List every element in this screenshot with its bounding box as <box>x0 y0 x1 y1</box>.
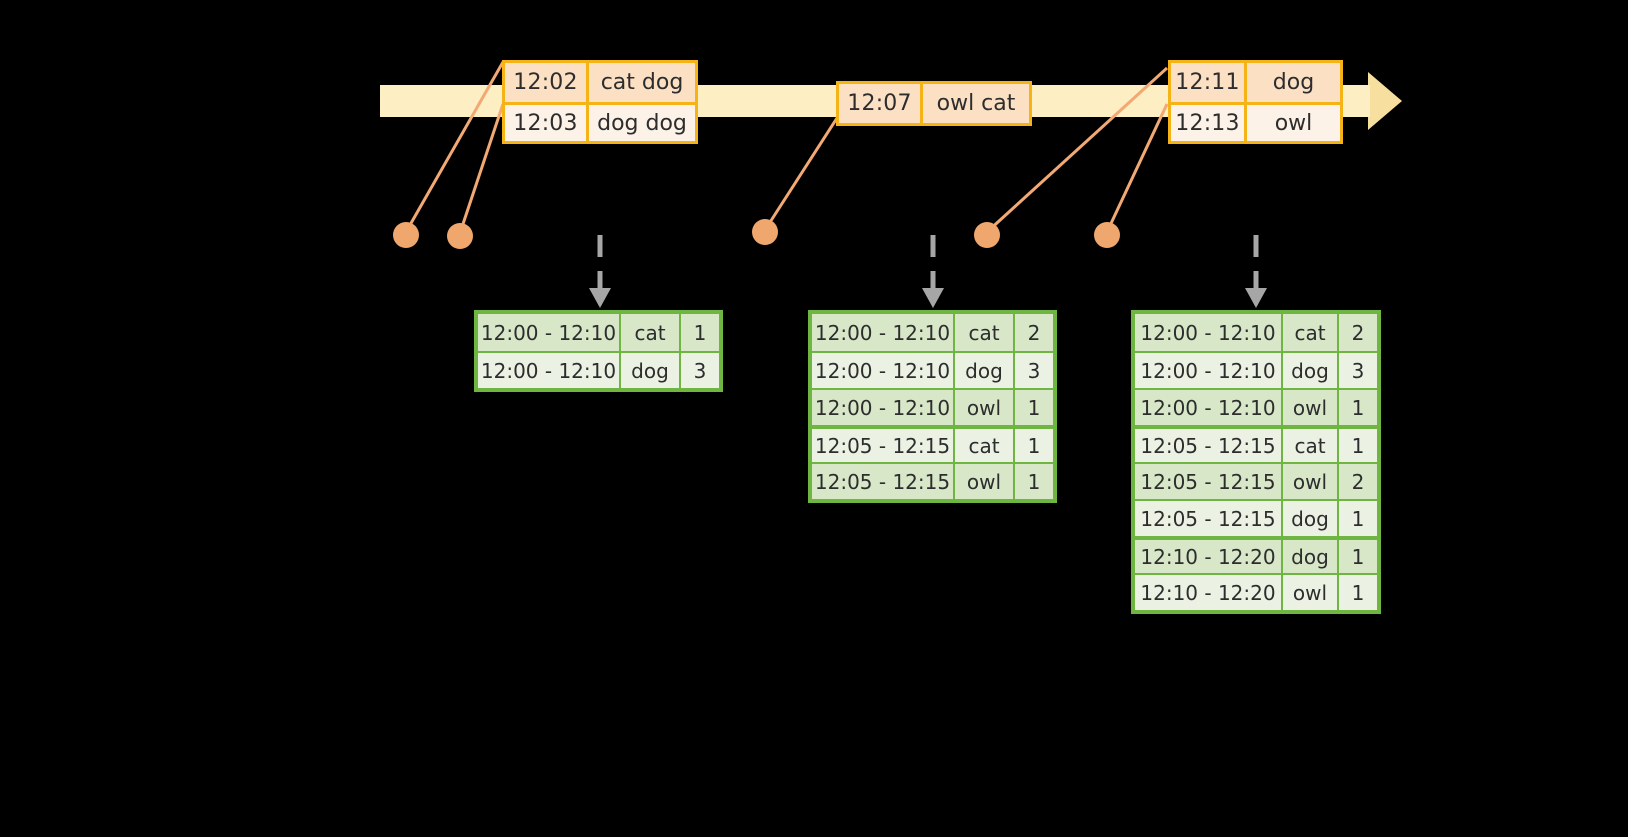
window-cell: 12:00 - 12:10 <box>1135 314 1283 351</box>
count-cell: 1 <box>1351 580 1365 605</box>
count-cell: 3 <box>1351 358 1365 383</box>
key-cell: cat <box>955 314 1015 351</box>
key-cell: cat <box>621 314 681 351</box>
window-cell: 12:10 - 12:20 <box>1135 540 1283 573</box>
count-cell: 1 <box>1027 433 1041 458</box>
count-cell: 1 <box>1351 544 1365 569</box>
key-cell: owl <box>1283 575 1339 610</box>
event-dot <box>974 222 1000 248</box>
event-timestamp: 12:11 <box>1171 63 1247 102</box>
key-cell: dog <box>621 353 681 388</box>
window-cell: 12:05 - 12:15 <box>1135 429 1283 462</box>
count-cell: 1 <box>1351 395 1365 420</box>
window-cell: 12:00 - 12:10 <box>812 353 955 388</box>
window-cell: 12:05 - 12:15 <box>1135 501 1283 536</box>
count-cell: 3 <box>1027 358 1041 383</box>
key-cell: cat <box>1283 314 1339 351</box>
count-cell: 3 <box>693 358 707 383</box>
event-timestamp: 12:02 <box>505 63 589 102</box>
count-cell: 2 <box>1351 469 1365 494</box>
emit-arrow-3 <box>1245 235 1267 308</box>
window-cell: 12:00 - 12:10 <box>1135 353 1283 388</box>
window-cell: 12:00 - 12:10 <box>812 314 955 351</box>
window-cell: 12:05 - 12:15 <box>812 429 955 462</box>
key-cell: dog <box>1283 501 1339 536</box>
key-cell: owl <box>1283 390 1339 425</box>
key-cell: dog <box>1283 353 1339 388</box>
event-box-1[interactable]: 12:02 cat dog 12:03 dog dog <box>502 60 698 144</box>
emit-arrow-1 <box>589 235 611 308</box>
count-cell: 2 <box>1027 320 1041 345</box>
event-box-2[interactable]: 12:07 owl cat <box>836 81 1032 126</box>
key-cell: dog <box>955 353 1015 388</box>
window-cell: 12:05 - 12:15 <box>812 464 955 499</box>
emit-arrow-2 <box>922 235 944 308</box>
event-timestamp: 12:07 <box>839 84 923 123</box>
emit-arrows <box>589 235 1267 308</box>
window-cell: 12:05 - 12:15 <box>1135 464 1283 499</box>
event-dot <box>752 219 778 245</box>
event-row[interactable]: 12:07 owl cat <box>839 84 1029 123</box>
key-cell: owl <box>955 464 1015 499</box>
window-cell: 12:00 - 12:10 <box>812 390 955 425</box>
event-box-3[interactable]: 12:11 dog 12:13 owl <box>1168 60 1343 144</box>
key-cell: owl <box>955 390 1015 425</box>
window-cell: 12:10 - 12:20 <box>1135 575 1283 610</box>
window-cell: 12:00 - 12:10 <box>478 314 621 351</box>
count-cell: 2 <box>1351 320 1365 345</box>
count-cell: 1 <box>1027 395 1041 420</box>
event-row[interactable]: 12:11 dog <box>1171 63 1340 102</box>
key-cell: owl <box>1283 464 1339 499</box>
count-cell: 1 <box>1027 469 1041 494</box>
key-cell: cat <box>1283 429 1339 462</box>
event-dot <box>447 223 473 249</box>
window-cell: 12:00 - 12:10 <box>478 353 621 388</box>
event-timestamp: 12:13 <box>1171 105 1247 141</box>
event-words: owl cat <box>936 91 1016 116</box>
event-words: dog dog <box>597 110 687 136</box>
count-cell: 1 <box>693 320 707 345</box>
event-timestamp: 12:03 <box>505 105 589 141</box>
window-cell: 12:00 - 12:10 <box>1135 390 1283 425</box>
key-cell: cat <box>955 429 1015 462</box>
key-cell: dog <box>1283 540 1339 573</box>
event-row[interactable]: 12:13 owl <box>1171 102 1340 141</box>
count-cell: 1 <box>1351 433 1365 458</box>
count-cell: 1 <box>1351 506 1365 531</box>
event-row[interactable]: 12:02 cat dog <box>505 63 695 102</box>
event-words: cat dog <box>600 70 684 95</box>
event-words: owl <box>1274 110 1313 136</box>
event-dots <box>393 219 1120 249</box>
event-words: dog <box>1272 70 1315 95</box>
event-dot <box>1094 222 1120 248</box>
event-row[interactable]: 12:03 dog dog <box>505 102 695 141</box>
event-dot <box>393 222 419 248</box>
